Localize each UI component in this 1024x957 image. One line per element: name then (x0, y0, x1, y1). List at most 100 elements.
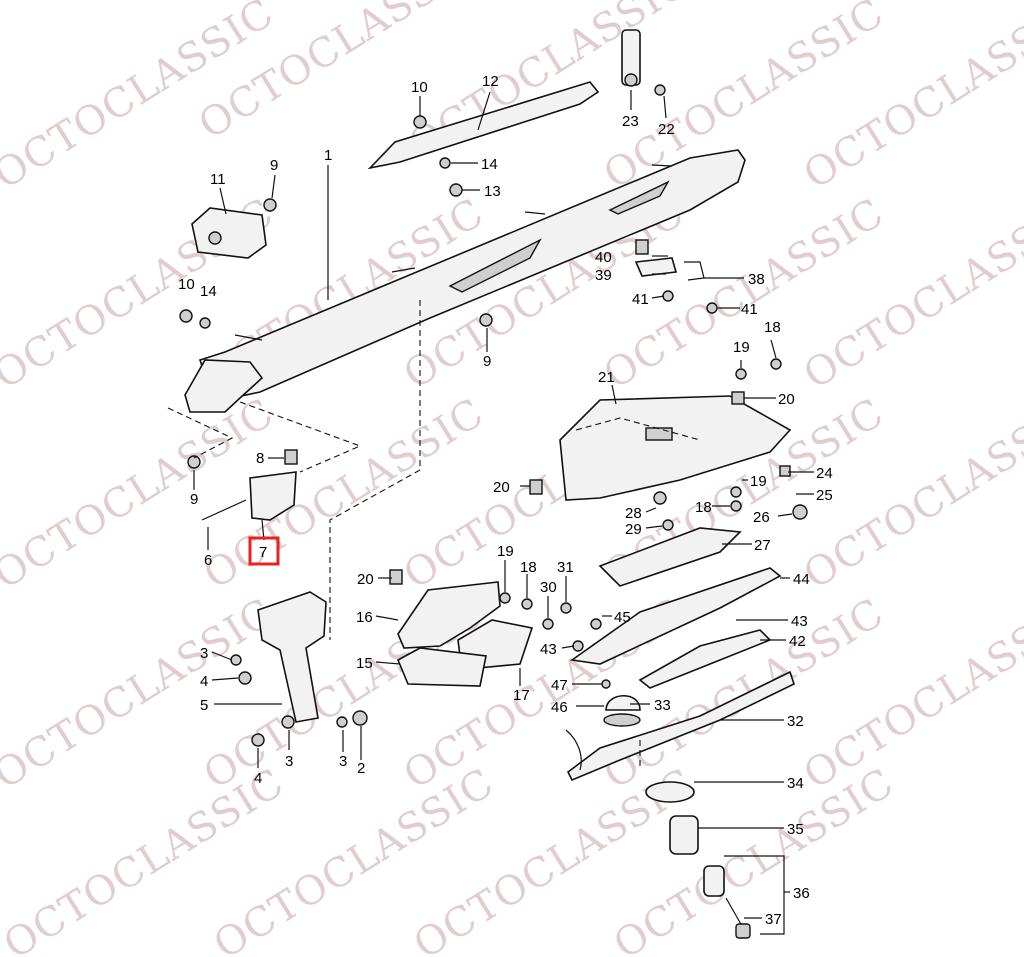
bolt-head (770, 358, 782, 370)
callout-19: 19 (750, 473, 767, 490)
cap (792, 504, 808, 520)
callout-43: 43 (791, 613, 808, 630)
bolt-head (251, 733, 265, 747)
leader-line (777, 513, 793, 517)
washer (499, 592, 511, 604)
bolt-head (238, 671, 252, 685)
callout-33: 33 (654, 697, 671, 714)
callout-42: 42 (789, 633, 806, 650)
bolt-head (542, 618, 554, 630)
ashtray-housing (397, 581, 501, 649)
rail-stud (651, 164, 673, 167)
callout-47: 47 (551, 677, 568, 694)
callout-1: 1 (324, 147, 332, 164)
callout-17: 17 (513, 687, 530, 704)
clip (779, 465, 791, 477)
grab-handle-arm (565, 729, 582, 771)
screw-shaft (201, 499, 247, 521)
washer (230, 654, 242, 666)
lock-bezel (645, 781, 695, 803)
clip (529, 479, 543, 495)
callout-44: 44 (793, 571, 810, 588)
grab-handle-32 (566, 670, 795, 782)
callout-3: 3 (285, 753, 293, 770)
bolt-head (572, 640, 584, 652)
callout-20: 20 (493, 479, 510, 496)
callout-45: 45 (614, 609, 631, 626)
top-bar (367, 81, 600, 170)
callout-31: 31 (557, 559, 574, 576)
bolt-head (263, 198, 277, 212)
callout-36: 36 (793, 885, 810, 902)
lock-rod (725, 897, 743, 927)
mount-bracket (191, 207, 267, 259)
lock-barrel (703, 865, 725, 897)
clip (284, 449, 298, 465)
guide-line (575, 417, 701, 441)
clamp-38 (684, 261, 705, 281)
bolt-head (706, 302, 718, 314)
clip (389, 569, 403, 585)
callout-34: 34 (787, 775, 804, 792)
callout-24: 24 (816, 465, 833, 482)
washer (281, 715, 295, 729)
rail-slot (608, 180, 670, 215)
callout-21: 21 (598, 369, 615, 386)
glovebox-upper (559, 395, 792, 501)
leader-line (271, 174, 276, 199)
washer (336, 716, 348, 728)
callout-22: 22 (658, 121, 675, 138)
leader-line (770, 339, 777, 359)
washer (662, 519, 674, 531)
leader-line (611, 384, 617, 405)
callout-26: 26 (753, 509, 770, 526)
small-cover-plate (249, 471, 297, 521)
nut (413, 115, 427, 129)
highlight-box (248, 536, 280, 566)
nut (352, 710, 368, 726)
bolt-head (521, 598, 533, 610)
parts-layer (179, 29, 808, 939)
washer (439, 157, 451, 169)
callout-37: 37 (765, 911, 782, 928)
leader-line (651, 295, 665, 299)
bolt-head (187, 455, 201, 469)
lock-cylinder (669, 815, 699, 855)
leader-line (219, 187, 227, 215)
callout-41: 41 (741, 301, 758, 318)
guide-line (329, 300, 421, 640)
rail-stud (524, 211, 546, 215)
bolt-head (590, 618, 602, 630)
leader-line (645, 507, 657, 513)
callout-38: 38 (748, 271, 765, 288)
rail-stud (234, 334, 263, 341)
callout-25: 25 (816, 487, 833, 504)
callout-4: 4 (254, 770, 262, 787)
callout-40: 40 (595, 249, 612, 266)
callout-9: 9 (190, 491, 198, 508)
callout-35: 35 (787, 821, 804, 838)
callout-43: 43 (540, 641, 557, 658)
leader-line (375, 615, 399, 621)
trim-strip-27 (598, 527, 742, 587)
leader-line (663, 95, 667, 119)
callout-41: 41 (632, 291, 649, 308)
callout-20: 20 (357, 571, 374, 588)
guide-line (239, 401, 362, 473)
callout-3: 3 (200, 645, 208, 662)
callout-13: 13 (484, 183, 501, 200)
assembly-guides (167, 300, 701, 770)
callout-14: 14 (200, 283, 217, 300)
lock-key-end (735, 923, 751, 939)
guide-line (167, 407, 234, 459)
leader-line (211, 651, 233, 661)
washer (735, 368, 747, 380)
callout-16: 16 (356, 609, 373, 626)
callout-9: 9 (483, 353, 491, 370)
bolt-head (449, 183, 463, 197)
callout-32: 32 (787, 713, 804, 730)
bolt-head (653, 491, 667, 505)
callout-27: 27 (754, 537, 771, 554)
callout-8: 8 (256, 450, 264, 467)
